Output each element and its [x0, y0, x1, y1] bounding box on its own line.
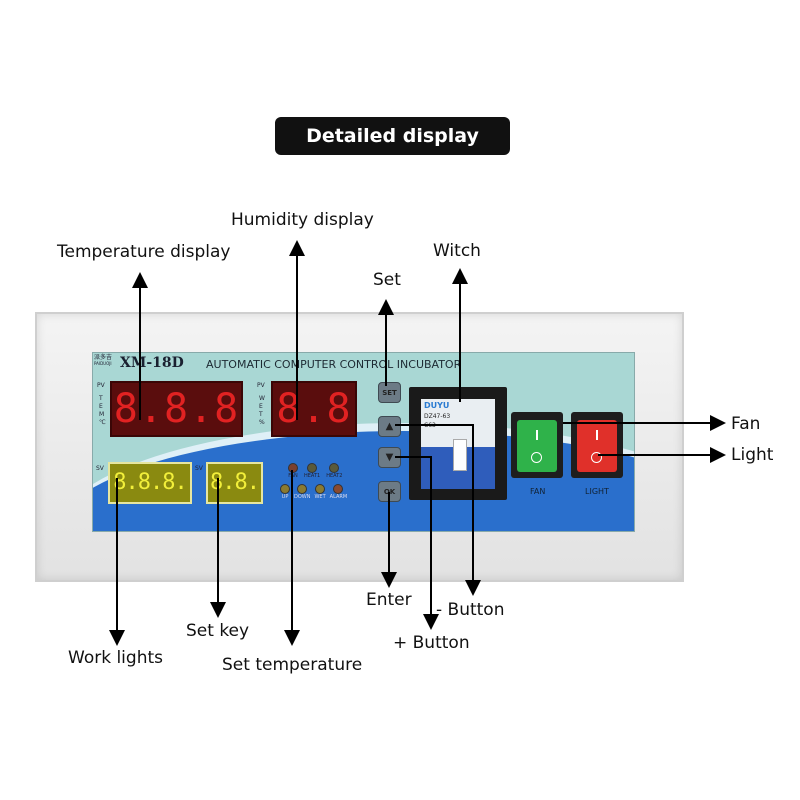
- led-cell-down: DOWN: [294, 484, 310, 500]
- temp-sv-label: SV: [96, 465, 104, 472]
- on-mark-icon: [536, 430, 538, 440]
- led-cell-wet: WET: [314, 484, 326, 500]
- led-heat2: [329, 463, 340, 473]
- led-label-heat2: HEAT2: [326, 473, 343, 479]
- callout-witch: Witch: [433, 241, 481, 261]
- callout-set-temperature: Set temperature: [222, 655, 363, 675]
- led-label-alarm: ALARM: [329, 494, 348, 500]
- led-cell-up: UP: [280, 484, 290, 500]
- led-cell-alarm: ALARM: [329, 484, 348, 500]
- model-name: XM-18D: [120, 355, 184, 371]
- led-label-up: UP: [281, 494, 289, 500]
- humidity-pv-label: PV: [257, 382, 265, 389]
- led-label-heat1: HEAT1: [304, 473, 321, 479]
- breaker-model: DZ47-63: [424, 413, 451, 420]
- light-rocker[interactable]: [577, 420, 617, 472]
- callout-minus-button: - Button: [436, 600, 505, 620]
- callout-set-key: Set key: [186, 621, 250, 641]
- arrow-minus-button: [395, 424, 481, 596]
- led-label-wet: WET: [314, 494, 326, 500]
- callout-humidity-display: Humidity display: [231, 210, 374, 230]
- up-button[interactable]: ▲: [378, 416, 401, 437]
- led-label-down: DOWN: [294, 494, 311, 500]
- callout-light: Light: [731, 445, 774, 465]
- arrow-plus-button: [395, 456, 439, 630]
- led-alarm: [333, 484, 344, 494]
- callout-temperature-display: Temperature display: [57, 242, 231, 262]
- led-wet: [315, 484, 326, 494]
- fan-switch[interactable]: [511, 412, 563, 478]
- circuit-breaker-switch[interactable]: DUYU DZ47-63 C63: [409, 387, 507, 500]
- humidity-display: 8.8: [271, 381, 357, 437]
- off-mark-icon: [591, 452, 602, 463]
- led-cell-heat2: HEAT2: [326, 463, 342, 479]
- led-row-top: FAN HEAT1 HEAT2: [288, 463, 342, 479]
- led-down: [297, 484, 308, 494]
- callout-enter: Enter: [366, 590, 412, 610]
- brand-chinese: 派多吉: [94, 354, 113, 361]
- led-heat1: [307, 463, 318, 473]
- fan-rocker[interactable]: [517, 420, 557, 472]
- temp-unit-label: TEM ℃: [99, 395, 106, 426]
- title-banner: Detailed display: [275, 117, 510, 155]
- led-up: [280, 484, 290, 494]
- panel-subtitle: AUTOMATIC COMPUTER CONTROL INCUBATOR: [206, 358, 462, 371]
- breaker-window: DUYU DZ47-63 C63: [421, 399, 495, 489]
- breaker-brand: DUYU: [424, 401, 450, 410]
- temp-pv-label: PV: [97, 382, 105, 389]
- humidity-setpoint-display: 8.8.: [206, 462, 263, 504]
- humidity-unit-label: WET %: [259, 395, 265, 426]
- title-text: Detailed display: [306, 125, 479, 147]
- callout-plus-button: + Button: [393, 633, 470, 653]
- brand-pinyin: PAIDUOJI: [94, 361, 112, 366]
- brand-logo: 派多吉 PAIDUOJI: [94, 355, 112, 366]
- temperature-setpoint-display: 8.8.8.: [108, 462, 192, 504]
- callout-work-lights: Work lights: [68, 648, 163, 668]
- fan-switch-label: FAN: [530, 487, 546, 496]
- off-mark-icon: [531, 452, 542, 463]
- temperature-display: 8.8.8: [110, 381, 243, 437]
- callout-set: Set: [373, 270, 401, 290]
- hum-sv-label: SV: [195, 465, 203, 472]
- on-mark-icon: [596, 430, 598, 440]
- light-switch-label: LIGHT: [585, 487, 609, 496]
- set-button[interactable]: SET: [378, 382, 401, 403]
- led-row-bottom: UP DOWN WET ALARM: [280, 484, 347, 500]
- breaker-lever[interactable]: [453, 439, 467, 471]
- callout-fan: Fan: [731, 414, 761, 434]
- led-cell-heat1: HEAT1: [304, 463, 320, 479]
